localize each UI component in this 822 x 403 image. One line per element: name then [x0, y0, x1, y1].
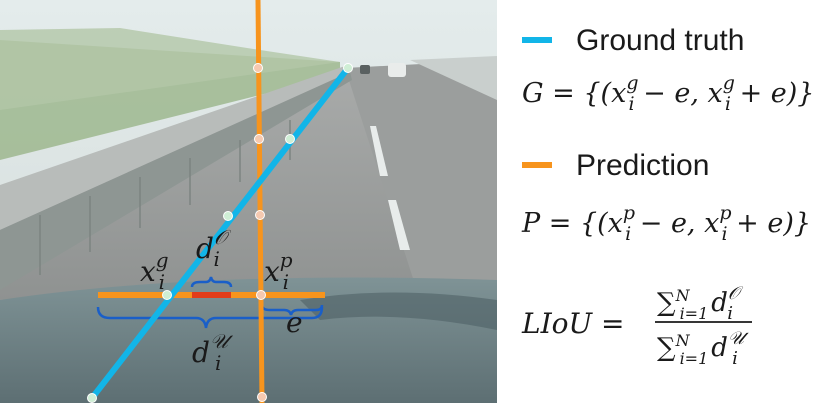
liou-lhs: LIoU = — [521, 307, 624, 340]
e-label: e — [286, 306, 303, 339]
overlap-bracket — [190, 276, 233, 288]
ground-truth-points — [87, 63, 353, 403]
e-bracket — [260, 304, 324, 316]
prediction-points — [253, 63, 267, 402]
ground-truth-line — [89, 66, 351, 400]
union-bracket — [96, 306, 324, 329]
ground-truth-legend-label: Ground truth — [576, 24, 744, 57]
road-scene-photo — [0, 0, 497, 403]
prediction-legend-label: Prediction — [576, 149, 709, 182]
